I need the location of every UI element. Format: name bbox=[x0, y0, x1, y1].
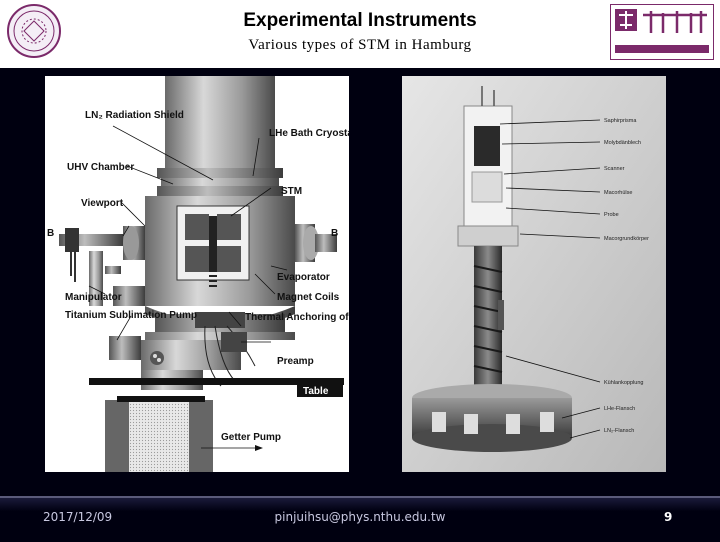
label-table: Table bbox=[303, 386, 329, 397]
slide-title: Experimental Instruments bbox=[243, 10, 477, 31]
stm-photo: Saphirprisma Molybdänblech Scanner Macor… bbox=[402, 76, 666, 472]
label-scanner: Scanner bbox=[604, 166, 625, 172]
callout-lines bbox=[88, 125, 288, 449]
label-b-field-right: B bbox=[331, 228, 338, 239]
label-evaporator: Evaporator bbox=[277, 272, 330, 283]
slide-header: Experimental Instruments Various types o… bbox=[0, 0, 720, 68]
label-lhe-flansch: LHe-Flansch bbox=[604, 406, 635, 412]
label-probe: Probe bbox=[604, 212, 619, 218]
slide-footer: 2017/12/09 pinjuihsu@phys.nthu.edu.tw 9 bbox=[0, 496, 720, 542]
label-molybdaenblech: Molybdänblech bbox=[604, 140, 641, 146]
label-stm: STM bbox=[281, 186, 302, 197]
table-surface bbox=[89, 378, 344, 385]
cryostat-top bbox=[165, 76, 275, 168]
label-ti-pump: Titanium Sublimation Pump bbox=[65, 310, 197, 321]
label-ln2-shield: LN₂ Radiation Shield bbox=[85, 110, 184, 121]
label-preamp: Preamp bbox=[277, 356, 314, 367]
label-magnet-coils: Magnet Coils bbox=[277, 292, 340, 303]
footer-date: 2017/12/09 bbox=[43, 510, 113, 524]
university-seal-logo bbox=[6, 3, 62, 59]
stm-head bbox=[463, 105, 513, 237]
nthu-logo bbox=[610, 4, 714, 60]
label-macorhuelse: Macorhülse bbox=[604, 190, 632, 196]
label-uhv-chamber: UHV Chamber bbox=[67, 162, 134, 173]
label-saphirprisma: Saphirprisma bbox=[604, 118, 637, 124]
label-b-field-left: B bbox=[47, 228, 54, 239]
label-viewport: Viewport bbox=[81, 198, 124, 209]
page-number: 9 bbox=[664, 510, 673, 524]
footer-email: pinjuihsu@phys.nthu.edu.tw bbox=[274, 510, 446, 524]
label-getter-pump: Getter Pump bbox=[221, 432, 281, 443]
label-manipulator: Manipulator bbox=[65, 292, 122, 303]
label-macorgrundkoerper: Macorgrundkörper bbox=[604, 236, 649, 242]
label-lhe-cryostat: LHe Bath Cryostat bbox=[269, 128, 349, 139]
preamp-box bbox=[221, 332, 247, 352]
label-ln2-flansch: LN₂-Flansch bbox=[604, 428, 634, 434]
slide-subtitle: Various types of STM in Hamburg bbox=[248, 37, 472, 53]
photo-callout-arrows bbox=[499, 119, 601, 439]
label-kuehlankopplung: Kühlankopplung bbox=[604, 380, 643, 386]
label-thermal-anchoring: Thermal Anchoring of Electrical Leads bbox=[245, 312, 349, 323]
stm-system-diagram: LN₂ Radiation Shield UHV Chamber Viewpor… bbox=[45, 76, 349, 472]
